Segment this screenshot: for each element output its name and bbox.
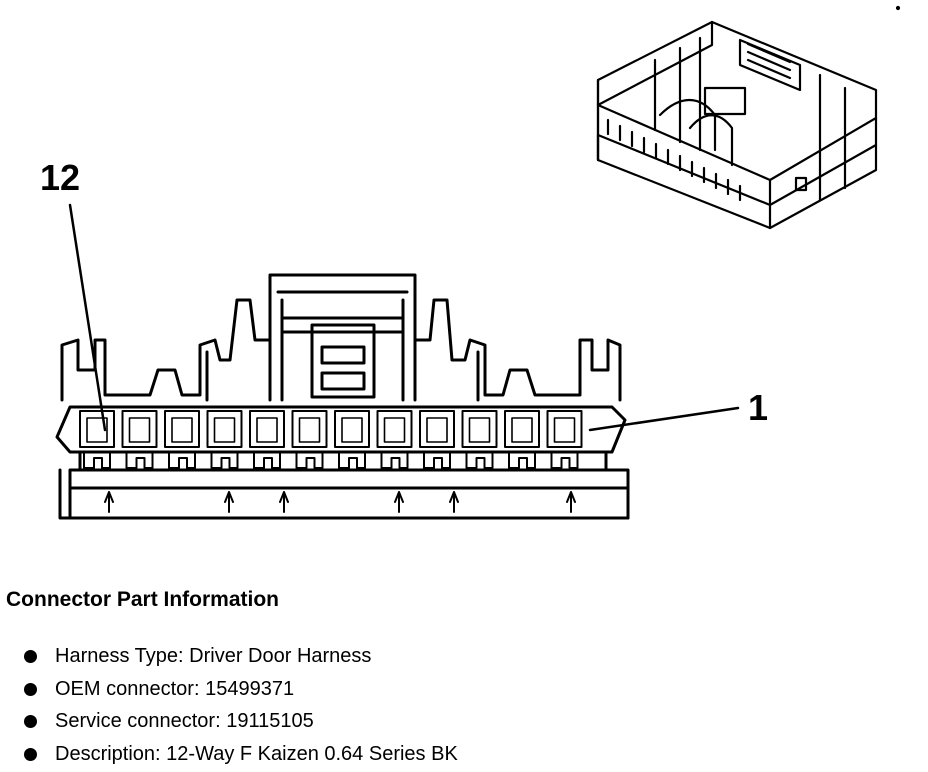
- pin-cavity: [206, 410, 243, 469]
- pin-cavity: [376, 410, 413, 469]
- item-label: Service connector:: [55, 710, 221, 732]
- bullet-icon: [24, 715, 37, 728]
- pin-cavity: [249, 410, 285, 469]
- pin-cavity: [419, 410, 455, 469]
- pin-cavity: [546, 410, 583, 469]
- item-value: Driver Door Harness: [189, 645, 372, 667]
- pin-cavity: [164, 410, 200, 469]
- callout-pin-1: 1: [748, 387, 769, 428]
- pin-cavity: [79, 410, 115, 469]
- pin-cavity: [461, 410, 498, 469]
- bullet-icon: [24, 682, 37, 696]
- connector-info-list: Harness Type: Driver Door Harness OEM co…: [24, 640, 458, 770]
- item-value: 15499371: [205, 677, 295, 700]
- list-item: Harness Type: Driver Door Harness: [24, 640, 458, 673]
- item-label: Harness Type:: [55, 645, 184, 667]
- item-value: 19115105: [226, 710, 314, 732]
- item-label: OEM connector:: [55, 677, 200, 700]
- bullet-icon: [24, 650, 37, 663]
- item-label: Description:: [55, 742, 161, 765]
- pin-cavity: [291, 410, 328, 469]
- bullet-icon: [24, 747, 37, 761]
- connector-face-view: [3, 5, 901, 575]
- pin-cavity: [121, 410, 158, 469]
- leader-line-pin-12: [68, 203, 107, 432]
- connector-isometric-view: [596, 5, 901, 230]
- callout-pin-12: 12: [40, 157, 81, 198]
- connector-diagram: 12 1: [3, 5, 901, 575]
- list-item: OEM connector: 15499371: [24, 673, 458, 706]
- list-item: Service connector: 19115105: [24, 705, 458, 738]
- pin-cavity: [334, 410, 370, 469]
- pin-cavities: [79, 410, 583, 469]
- connector-front-view: [55, 273, 630, 520]
- pin-cavity: [504, 410, 540, 469]
- section-title: Connector Part Information: [6, 588, 280, 611]
- item-value: 12-Way F Kaizen 0.64 Series BK: [166, 742, 458, 765]
- list-item: Description: 12-Way F Kaizen 0.64 Series…: [24, 738, 458, 771]
- leader-line-pin-1: [588, 406, 740, 432]
